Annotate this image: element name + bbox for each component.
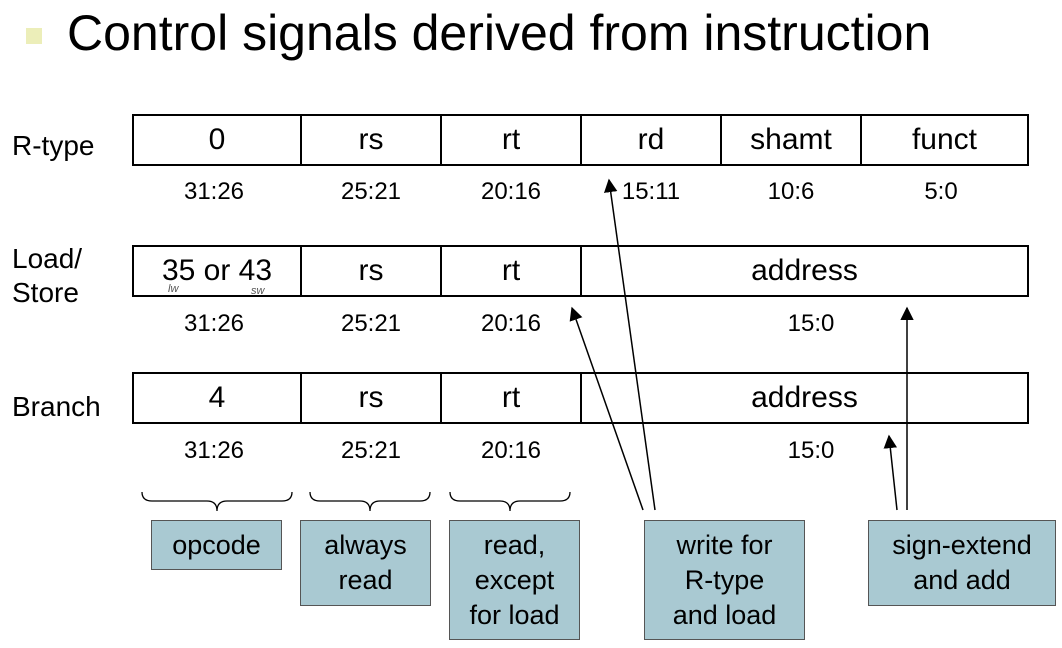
row-label-r-type: R-type [12, 130, 95, 161]
note-write-r-type-load: write for R-type and load [644, 520, 805, 640]
branch-rt-field: rt [440, 372, 582, 424]
handwritten-lw-note: lw [168, 283, 179, 295]
r-type-rd-field: rd [580, 114, 722, 166]
note-always-read: always read [300, 520, 431, 606]
slide-title: Control signals derived from instruction [67, 5, 932, 61]
r-type-bits-shamt: 10:6 [767, 178, 815, 205]
branch-bits-rt: 20:16 [480, 437, 542, 464]
r-type-bits-opcode: 31:26 [183, 178, 245, 205]
brace-opcode [141, 491, 293, 512]
load-store-bits-opcode: 31:26 [183, 310, 245, 337]
r-type-bits-rt: 20:16 [480, 178, 542, 205]
branch-opcode-field: 4 [132, 372, 302, 424]
handwritten-sw-note: sw [251, 285, 265, 297]
load-store-bits-rs: 25:21 [340, 310, 402, 337]
r-type-bits-funct: 5:0 [924, 178, 958, 205]
load-store-rs-field: rs [300, 245, 442, 297]
load-store-rt-field: rt [440, 245, 582, 297]
load-store-bits-address: 15:0 [787, 310, 835, 337]
note-read-except-load: read, except for load [449, 520, 580, 640]
branch-rs-field: rs [300, 372, 442, 424]
r-type-bits-rs: 25:21 [340, 178, 402, 205]
branch-address-field: address [580, 372, 1029, 424]
load-store-bits-rt: 20:16 [480, 310, 542, 337]
load-store-address-field: address [580, 245, 1029, 297]
branch-bits-opcode: 31:26 [183, 437, 245, 464]
r-type-funct-field: funct [860, 114, 1029, 166]
note-sign-extend-add: sign-extend and add [868, 520, 1056, 606]
branch-bits-address: 15:0 [787, 437, 835, 464]
row-label-load-store: Load/ Store [12, 243, 83, 308]
arrow-to-load-rt [569, 306, 644, 511]
title-bullet [26, 28, 42, 44]
branch-bits-rs: 25:21 [340, 437, 402, 464]
arrow-to-branch-address [883, 434, 898, 511]
note-opcode: opcode [151, 520, 282, 570]
arrow-to-rd [603, 178, 656, 511]
r-type-bits-rd: 15:11 [621, 178, 681, 205]
row-label-branch: Branch [12, 391, 101, 422]
load-store-opcode-field: 35 or 43 [132, 245, 302, 297]
brace-rs [309, 491, 431, 512]
brace-rt [449, 491, 571, 512]
